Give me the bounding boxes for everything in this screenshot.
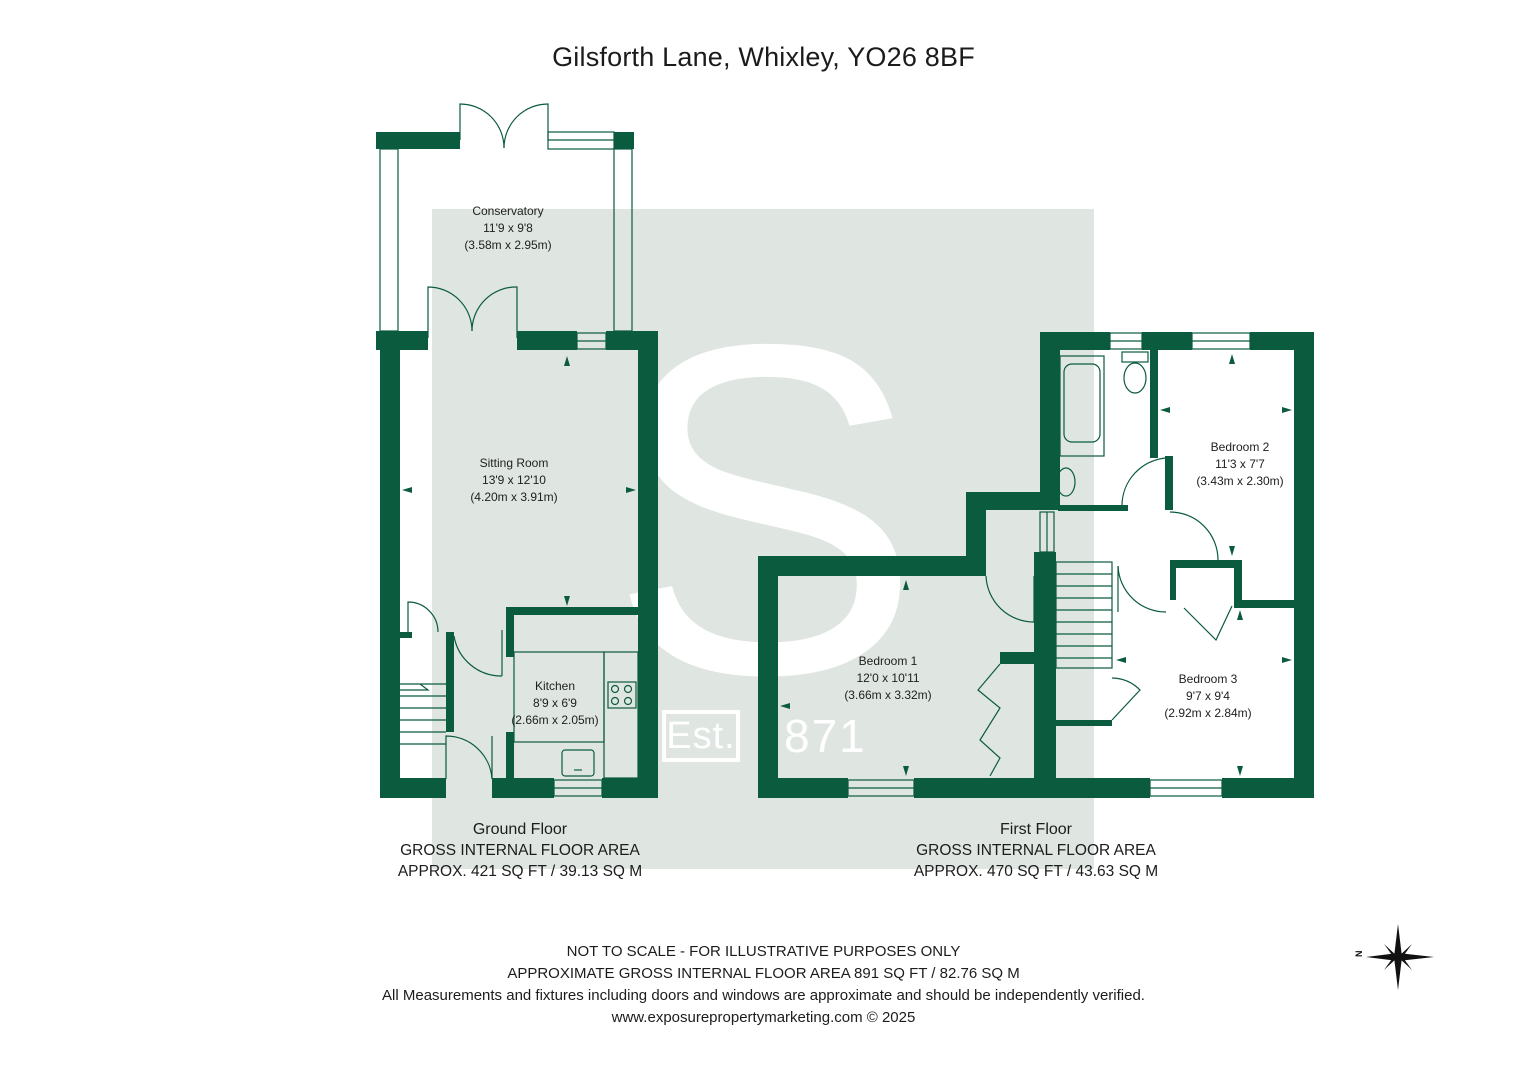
room-label-sitting-room: Sitting Room 13'9 x 12'10 (4.20m x 3.91m…: [454, 455, 574, 506]
room-name: Bedroom 2: [1210, 440, 1270, 454]
room-metric: (3.66m x 3.32m): [844, 688, 932, 702]
floor-name: First Floor: [1000, 821, 1072, 838]
floor-area-label: GROSS INTERNAL FLOOR AREA: [400, 842, 640, 859]
first-floor-caption: First Floor GROSS INTERNAL FLOOR AREA AP…: [876, 819, 1196, 882]
room-imperial: 11'3 x 7'7: [1215, 457, 1265, 471]
measurement-arrows: [402, 354, 1292, 776]
footer-website-link[interactable]: www.exposurepropertymarketing.com © 2025: [611, 1009, 916, 1026]
walls: [376, 132, 1314, 798]
room-metric: (3.43m x 2.30m): [1196, 474, 1284, 488]
room-label-conservatory: Conservatory 11'9 x 9'8 (3.58m x 2.95m): [448, 203, 568, 254]
compass-rose-icon: N: [1354, 924, 1434, 990]
room-metric: (4.20m x 3.91m): [470, 490, 558, 504]
compass-north-label: N: [1354, 951, 1364, 958]
room-imperial: 9'7 x 9'4: [1186, 689, 1230, 703]
room-name: Bedroom 1: [858, 654, 918, 668]
property-address-title: Gilsforth Lane, Whixley, YO26 8BF: [552, 42, 975, 72]
room-label-bedroom-1: Bedroom 1 12'0 x 10'11 (3.66m x 3.32m): [828, 653, 948, 704]
watermark-number: 871: [784, 710, 867, 762]
room-label-bedroom-3: Bedroom 3 9'7 x 9'4 (2.92m x 2.84m): [1148, 671, 1268, 722]
floor-area-label: GROSS INTERNAL FLOOR AREA: [916, 842, 1156, 859]
room-imperial: 8'9 x 6'9: [533, 696, 577, 710]
room-name: Bedroom 3: [1178, 672, 1238, 686]
footer-not-to-scale: NOT TO SCALE - FOR ILLUSTRATIVE PURPOSES…: [566, 943, 961, 960]
watermark-est-box: Est.: [662, 710, 740, 762]
footer-total-area: APPROXIMATE GROSS INTERNAL FLOOR AREA 89…: [507, 965, 1020, 982]
room-label-bedroom-2: Bedroom 2 11'3 x 7'7 (3.43m x 2.30m): [1180, 439, 1300, 490]
ground-floor-caption: Ground Floor GROSS INTERNAL FLOOR AREA A…: [360, 819, 680, 882]
disclaimer-footer: NOT TO SCALE - FOR ILLUSTRATIVE PURPOSES…: [0, 941, 1527, 1029]
floor-area-value: APPROX. 421 SQ FT / 39.13 SQ M: [397, 863, 643, 880]
fixtures: [379, 103, 1251, 797]
room-label-kitchen: Kitchen 8'9 x 6'9 (2.66m x 2.05m): [500, 678, 610, 729]
room-imperial: 13'9 x 12'10: [482, 473, 546, 487]
room-metric: (3.58m x 2.95m): [464, 238, 552, 252]
room-name: Kitchen: [534, 679, 576, 693]
room-name: Conservatory: [472, 204, 544, 218]
room-metric: (2.92m x 2.84m): [1164, 706, 1252, 720]
floor-area-value: APPROX. 470 SQ FT / 43.63 SQ M: [913, 863, 1159, 880]
footer-measurements-note: All Measurements and fixtures including …: [382, 987, 1145, 1004]
room-imperial: 12'0 x 10'11: [856, 671, 920, 685]
floor-name: Ground Floor: [472, 821, 568, 838]
room-metric: (2.66m x 2.05m): [511, 713, 599, 727]
room-imperial: 11'9 x 9'8: [483, 221, 533, 235]
room-name: Sitting Room: [479, 456, 549, 470]
